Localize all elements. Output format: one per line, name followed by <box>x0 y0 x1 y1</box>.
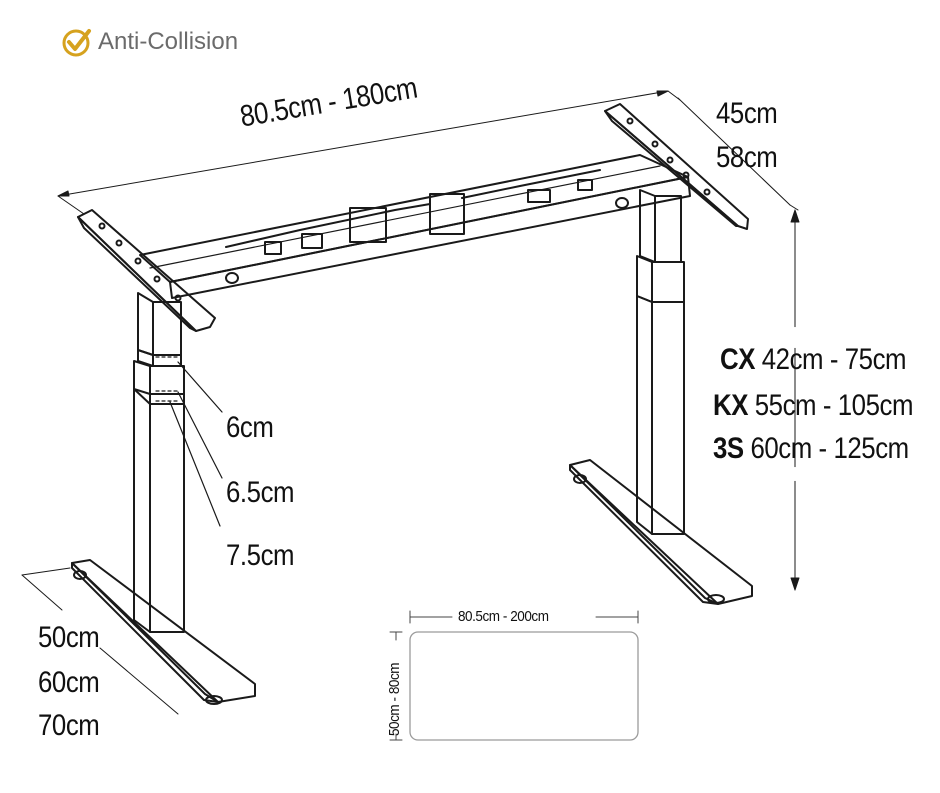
tabletop-depth-label: 50cm - 80cm <box>386 662 403 736</box>
check-seal-icon <box>62 29 91 57</box>
foot-length-2: 60cm <box>38 666 100 699</box>
height-range-3s: 60cm - 125cm <box>750 432 909 465</box>
badge-label: Anti-Collision <box>98 28 239 55</box>
left-foot <box>71 559 256 705</box>
right-leg-column <box>636 189 685 535</box>
width-dimension-line <box>57 90 681 215</box>
height-model-kx: KX <box>713 389 748 422</box>
column-stage-1: 6cm <box>226 411 274 444</box>
tabletop-depth-arrow <box>389 631 403 741</box>
tabletop-width-label: 80.5cm - 200cm <box>458 608 549 625</box>
right-foot <box>569 459 753 605</box>
left-top-bracket <box>77 209 216 332</box>
column-stage-2: 6.5cm <box>226 476 295 509</box>
crossbar-frame <box>139 154 691 299</box>
foot-dimension-line <box>21 567 179 715</box>
depth-value-2: 58cm <box>716 141 778 174</box>
depth-dimension-line <box>677 97 799 211</box>
left-leg-column <box>133 292 185 633</box>
anti-collision-badge: Anti-Collision <box>60 25 238 59</box>
height-dimension-line <box>790 209 800 591</box>
height-model-3s: 3S <box>713 432 744 465</box>
height-row-3s: 3S 60cm - 125cm <box>713 434 909 464</box>
tabletop-outline <box>409 631 639 741</box>
depth-value-1: 45cm <box>716 97 778 130</box>
height-range-kx: 55cm - 105cm <box>754 389 914 422</box>
foot-length-1: 50cm <box>38 621 100 654</box>
tabletop-width-arrow <box>409 610 639 624</box>
foot-length-3: 70cm <box>38 709 100 742</box>
column-stage-3: 7.5cm <box>226 539 295 572</box>
right-top-bracket <box>604 103 749 230</box>
height-model-cx: CX <box>720 343 755 376</box>
height-row-cx: CX 42cm - 75cm <box>720 343 907 376</box>
height-range-cx: 42cm - 75cm <box>761 343 907 376</box>
stage-leader-lines <box>155 356 223 527</box>
height-row-kx: KX 55cm - 105cm <box>713 391 913 421</box>
